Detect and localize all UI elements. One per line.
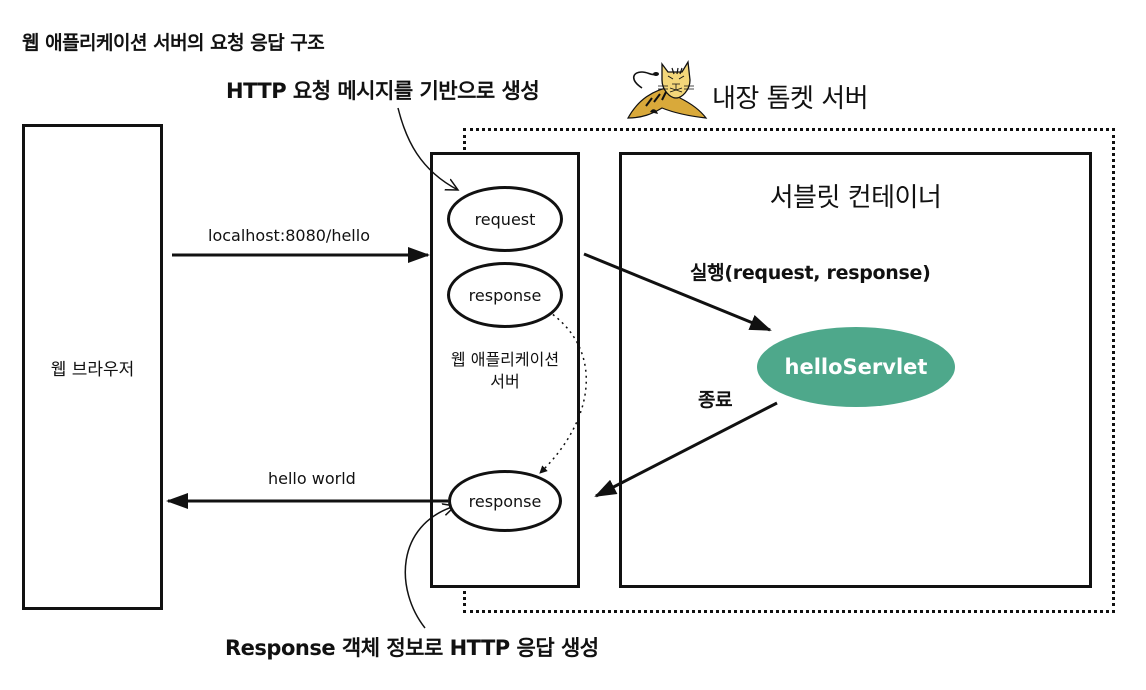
request-url-label: localhost:8080/hello [208,226,370,245]
was-label-line1: 웹 애플리케이션 [450,350,560,369]
response-creation-annotation: Response 객체 정보로 HTTP 응답 생성 [225,636,599,660]
web-browser-label: 웹 브라우저 [50,360,135,380]
execute-label: 실행(request, response) [690,262,931,284]
request-object: request [447,186,563,252]
tomcat-cat-icon [622,58,712,122]
hello-servlet: helloServlet [757,327,955,407]
tomcat-server-label: 내장 톰켓 서버 [712,84,869,114]
response-body-label: hello world [268,469,356,488]
request-creation-annotation: HTTP 요청 메시지를 기반으로 생성 [226,79,540,103]
servlet-container-box: 서블릿 컨테이너 [619,152,1092,588]
diagram-title: 웹 애플리케이션 서버의 요청 응답 구조 [22,32,325,54]
was-label-line2: 서버 [490,372,520,391]
response-object-final: response [448,470,562,532]
was-label: 웹 애플리케이션 서버 [433,349,577,393]
servlet-container-label: 서블릿 컨테이너 [769,183,942,213]
response-object-initial: response [447,262,563,328]
end-label: 종료 [698,389,733,411]
web-browser-box: 웹 브라우저 [22,124,163,610]
